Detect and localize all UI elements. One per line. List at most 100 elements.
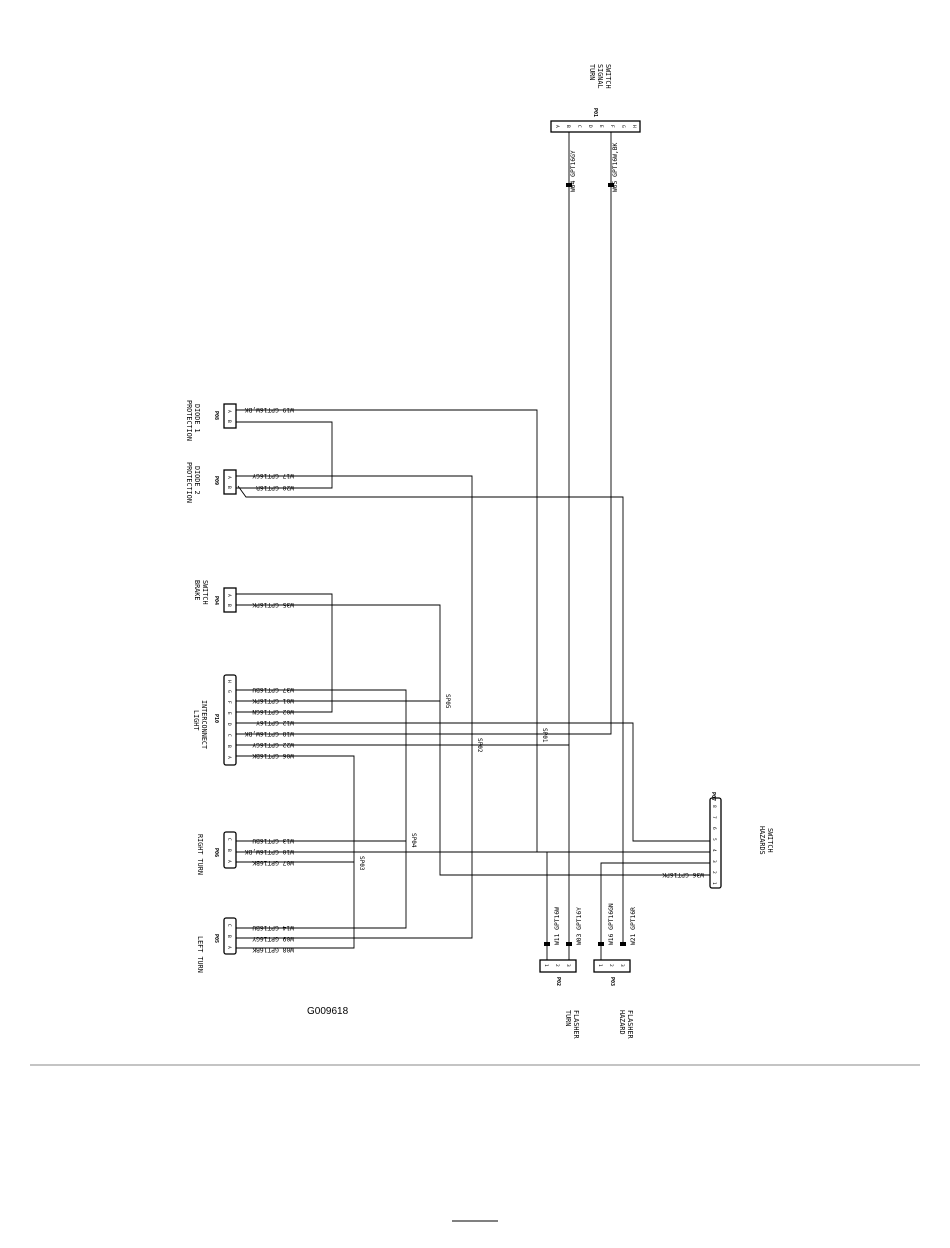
svg-text:A: A bbox=[226, 476, 232, 479]
wire-w16 bbox=[600, 862, 710, 965]
connector-protection-diode-2: A B P09 PROTECTION DIODE 2 bbox=[185, 462, 237, 503]
connector-name: DIODE 2 bbox=[193, 466, 201, 495]
wire-network bbox=[236, 127, 710, 965]
connector-name: PROTECTION bbox=[185, 462, 193, 503]
svg-text:C: C bbox=[226, 838, 232, 841]
wire-label: W17 GPT16GY bbox=[252, 472, 294, 479]
connector-id: P02 bbox=[555, 977, 561, 986]
wire-label: W11 GPT16W bbox=[554, 907, 561, 945]
svg-text:F: F bbox=[609, 125, 615, 128]
wire-label: W08 GPT16BK bbox=[252, 946, 294, 953]
connector-brake-switch: A B P04 BRAKE SWITCH bbox=[193, 580, 237, 613]
wire-label: W06 GPT16BK bbox=[252, 752, 294, 759]
svg-text:E: E bbox=[226, 712, 232, 715]
svg-text:A: A bbox=[226, 946, 232, 949]
connector-name: INTERCONNECT bbox=[200, 700, 208, 749]
wire-label: W35 GPT16PK bbox=[252, 601, 294, 608]
svg-text:B: B bbox=[226, 935, 232, 938]
connector-right-turn: A B C P06 RIGHT TURN bbox=[196, 831, 237, 875]
connector-name: RIGHT TURN bbox=[196, 834, 204, 875]
connector-name: DIODE 1 bbox=[193, 404, 201, 433]
splice-label: SP03 bbox=[358, 856, 365, 871]
connector-name: SWITCH bbox=[201, 580, 209, 605]
wire-label: W04 GPT16GY bbox=[570, 150, 577, 192]
wire-w37 bbox=[236, 689, 407, 929]
svg-text:A: A bbox=[226, 594, 232, 597]
connector-name: LIGHT bbox=[192, 710, 200, 730]
wire-w21-path bbox=[237, 485, 624, 945]
connector-turn-flasher: 1 2 3 P02 TURN FLASHER bbox=[539, 959, 580, 1040]
wire-label: W12 GPT16Y bbox=[256, 719, 294, 726]
svg-text:C: C bbox=[226, 924, 232, 927]
wire-label: W09 GPT16GY bbox=[252, 935, 294, 942]
wire-label: W13 GPT16BU bbox=[252, 837, 294, 844]
svg-text:2: 2 bbox=[711, 871, 717, 874]
connector-light-interconnect: A B C D E F G H P10 LIGHT INTERCONNECT bbox=[192, 674, 237, 766]
connector-name: TURN bbox=[588, 64, 596, 80]
svg-text:G: G bbox=[226, 690, 232, 693]
wire-label: W18 GPT16W,BK bbox=[245, 730, 294, 737]
svg-text:B: B bbox=[226, 849, 232, 852]
svg-text:C: C bbox=[576, 125, 582, 128]
connector-name: SWITCH bbox=[766, 828, 774, 853]
connector-name: LEFT TURN bbox=[196, 936, 204, 973]
connector-id: P06 bbox=[213, 848, 219, 857]
wire-label: W36 GPT16PK bbox=[662, 871, 704, 878]
connector-id: P08 bbox=[213, 411, 219, 420]
connector-hazard-flasher: 1 2 3 P03 HAZARD FLASHER bbox=[593, 959, 634, 1040]
svg-text:2: 2 bbox=[554, 964, 560, 967]
svg-text:1: 1 bbox=[543, 964, 549, 967]
wire-label: W16 GPT16GN bbox=[608, 903, 615, 945]
svg-text:2: 2 bbox=[608, 964, 614, 967]
svg-text:8: 8 bbox=[711, 805, 717, 808]
svg-text:3: 3 bbox=[619, 964, 625, 967]
wire-diode-loop bbox=[236, 421, 333, 489]
svg-text:B: B bbox=[226, 420, 232, 423]
wire-label: W02 GPT16GN bbox=[252, 708, 294, 715]
wire-label: W14 GPT16BU bbox=[252, 924, 294, 931]
wire-label: W03 GPT16Y bbox=[576, 907, 583, 945]
svg-text:3: 3 bbox=[711, 860, 717, 863]
connector-name: BRAKE bbox=[193, 580, 201, 600]
svg-text:G: G bbox=[620, 125, 626, 128]
svg-text:B: B bbox=[226, 745, 232, 748]
splice-label: SP04 bbox=[410, 833, 417, 848]
wire-label: W22 GPT16GY bbox=[252, 741, 294, 748]
svg-text:6: 6 bbox=[711, 827, 717, 830]
connector-protection-diode-1: A B P08 PROTECTION DIODE 1 bbox=[185, 400, 237, 441]
wire-w12 bbox=[236, 722, 710, 842]
wire-w35 bbox=[236, 604, 710, 876]
wire-label: W21 GPT16R bbox=[630, 907, 637, 945]
svg-text:B: B bbox=[226, 486, 232, 489]
splice-label: SP05 bbox=[444, 694, 451, 709]
connector-left-turn: A B C P05 LEFT TURN bbox=[196, 917, 237, 973]
connector-id: P10 bbox=[213, 714, 219, 723]
connector-hazards-switch: 1 2 3 4 5 6 7 8 P07 HAZARDS SWITCH bbox=[709, 792, 774, 889]
splice-label: SP01 bbox=[541, 728, 548, 743]
wire-label: W19 GPT16W,BK bbox=[245, 406, 294, 413]
connector-id: P05 bbox=[213, 934, 219, 943]
svg-text:E: E bbox=[598, 125, 604, 128]
svg-text:5: 5 bbox=[711, 838, 717, 841]
svg-text:A: A bbox=[226, 410, 232, 413]
wire-terminals bbox=[544, 183, 626, 946]
svg-text:A: A bbox=[226, 860, 232, 863]
connector-name: PROTECTION bbox=[185, 400, 193, 441]
connector-id: P09 bbox=[213, 476, 219, 485]
wire-label: W37 GPT16BU bbox=[252, 686, 294, 693]
wire-label: W07 GPT16BK bbox=[252, 859, 294, 866]
wire-w19 bbox=[236, 409, 538, 852]
svg-text:B: B bbox=[226, 604, 232, 607]
wire-label: W10 GPT16W,BK bbox=[245, 848, 294, 855]
svg-text:B: B bbox=[565, 125, 571, 128]
svg-text:D: D bbox=[587, 125, 593, 128]
wire-w18 bbox=[236, 127, 612, 735]
connector-name: HAZARDS bbox=[758, 826, 766, 855]
connector-name: FLASHER bbox=[572, 1010, 580, 1040]
svg-text:7: 7 bbox=[711, 816, 717, 819]
connector-name: SIGNAL bbox=[596, 64, 604, 89]
svg-text:H: H bbox=[226, 680, 232, 683]
wire-label: W05 GPT16W,BK bbox=[612, 143, 619, 192]
connector-id: P07 bbox=[710, 792, 716, 801]
